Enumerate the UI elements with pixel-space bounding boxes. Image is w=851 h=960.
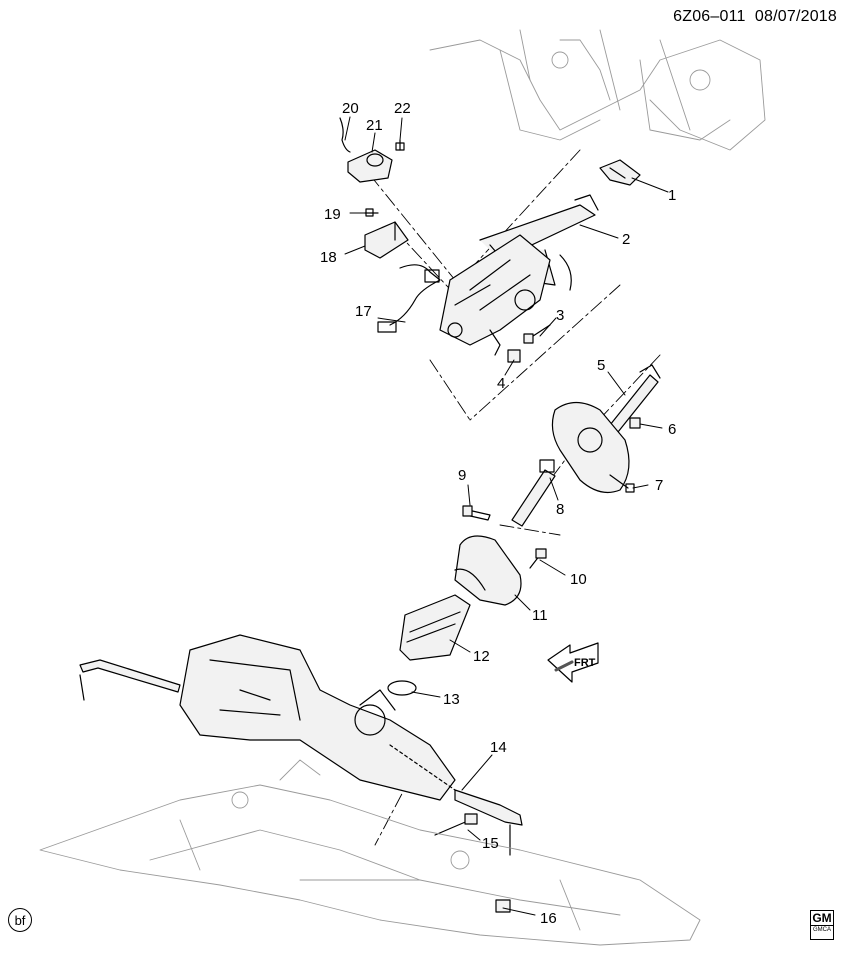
- part-21-module: [347, 149, 393, 183]
- callout-8: 8: [556, 501, 564, 518]
- callout-15: 15: [482, 835, 499, 852]
- callout-leaders: [344, 116, 669, 916]
- callout-5: 5: [597, 357, 605, 374]
- part-4-nut: [507, 349, 521, 363]
- callout-13: 13: [443, 691, 460, 708]
- part-13-o-ring: [387, 680, 417, 696]
- part-20-wire: [339, 117, 351, 153]
- part-12-boot: [399, 594, 471, 661]
- callout-9: 9: [458, 467, 466, 484]
- part-8-intermediate-shaft: [511, 459, 556, 527]
- vehicle-structure-top: [429, 29, 766, 151]
- callout-19: 19: [324, 206, 341, 223]
- callout-12: 12: [473, 648, 490, 665]
- part-14-tie-rod: [454, 789, 523, 856]
- front-arrow-label: FRT: [574, 657, 596, 669]
- callout-11: 11: [532, 607, 548, 624]
- part-6-bolt: [629, 417, 641, 429]
- gm-logo: GM GMCA: [810, 910, 834, 940]
- callout-10: 10: [570, 571, 587, 588]
- part-3-bolt: [523, 324, 551, 344]
- gm-logo-subtext: GMCA: [811, 925, 833, 933]
- part-17-wire-harness: [377, 264, 441, 333]
- callout-4: 4: [497, 375, 505, 392]
- callout-6: 6: [668, 421, 676, 438]
- part-22-screw: [395, 139, 405, 151]
- part-16-nut: [495, 899, 511, 913]
- part-1-clamp: [599, 159, 641, 186]
- callout-17: 17: [355, 303, 372, 320]
- tie-rod-left: [79, 659, 181, 701]
- callout-16: 16: [540, 910, 557, 927]
- diagram-code-header: 6Z06–011 08/07/2018: [673, 8, 837, 26]
- callout-labels: 1 2 3 4 5 6 7 8 9 10 11 12 13 14 15 16 1…: [320, 100, 676, 927]
- callout-18: 18: [320, 249, 337, 266]
- part-15-bolt: [434, 813, 478, 836]
- part-18-control-module: [364, 221, 409, 259]
- gm-logo-text: GM: [812, 911, 832, 925]
- front-direction-arrow: [547, 642, 599, 683]
- part-19-screw: [364, 208, 379, 217]
- part-9-bolt: [462, 505, 491, 521]
- callout-21: 21: [366, 117, 383, 134]
- diagram-code: 6Z06–011: [673, 8, 746, 25]
- callout-7: 7: [655, 477, 663, 494]
- part-10-bolt: [529, 548, 547, 569]
- vehicle-subframe: [39, 759, 701, 946]
- corner-badge: bf: [8, 908, 32, 932]
- callout-3: 3: [556, 307, 564, 324]
- callout-1: 1: [668, 187, 676, 204]
- part-11-boot-seal: [454, 535, 522, 606]
- callout-20: 20: [342, 100, 359, 117]
- column-housing: [439, 234, 551, 356]
- callout-22: 22: [394, 100, 411, 117]
- callout-14: 14: [490, 739, 507, 756]
- dash-seal-plate: [551, 401, 630, 493]
- steering-gear: [179, 634, 456, 801]
- diagram-date: 08/07/2018: [754, 8, 837, 25]
- callout-2: 2: [622, 231, 630, 248]
